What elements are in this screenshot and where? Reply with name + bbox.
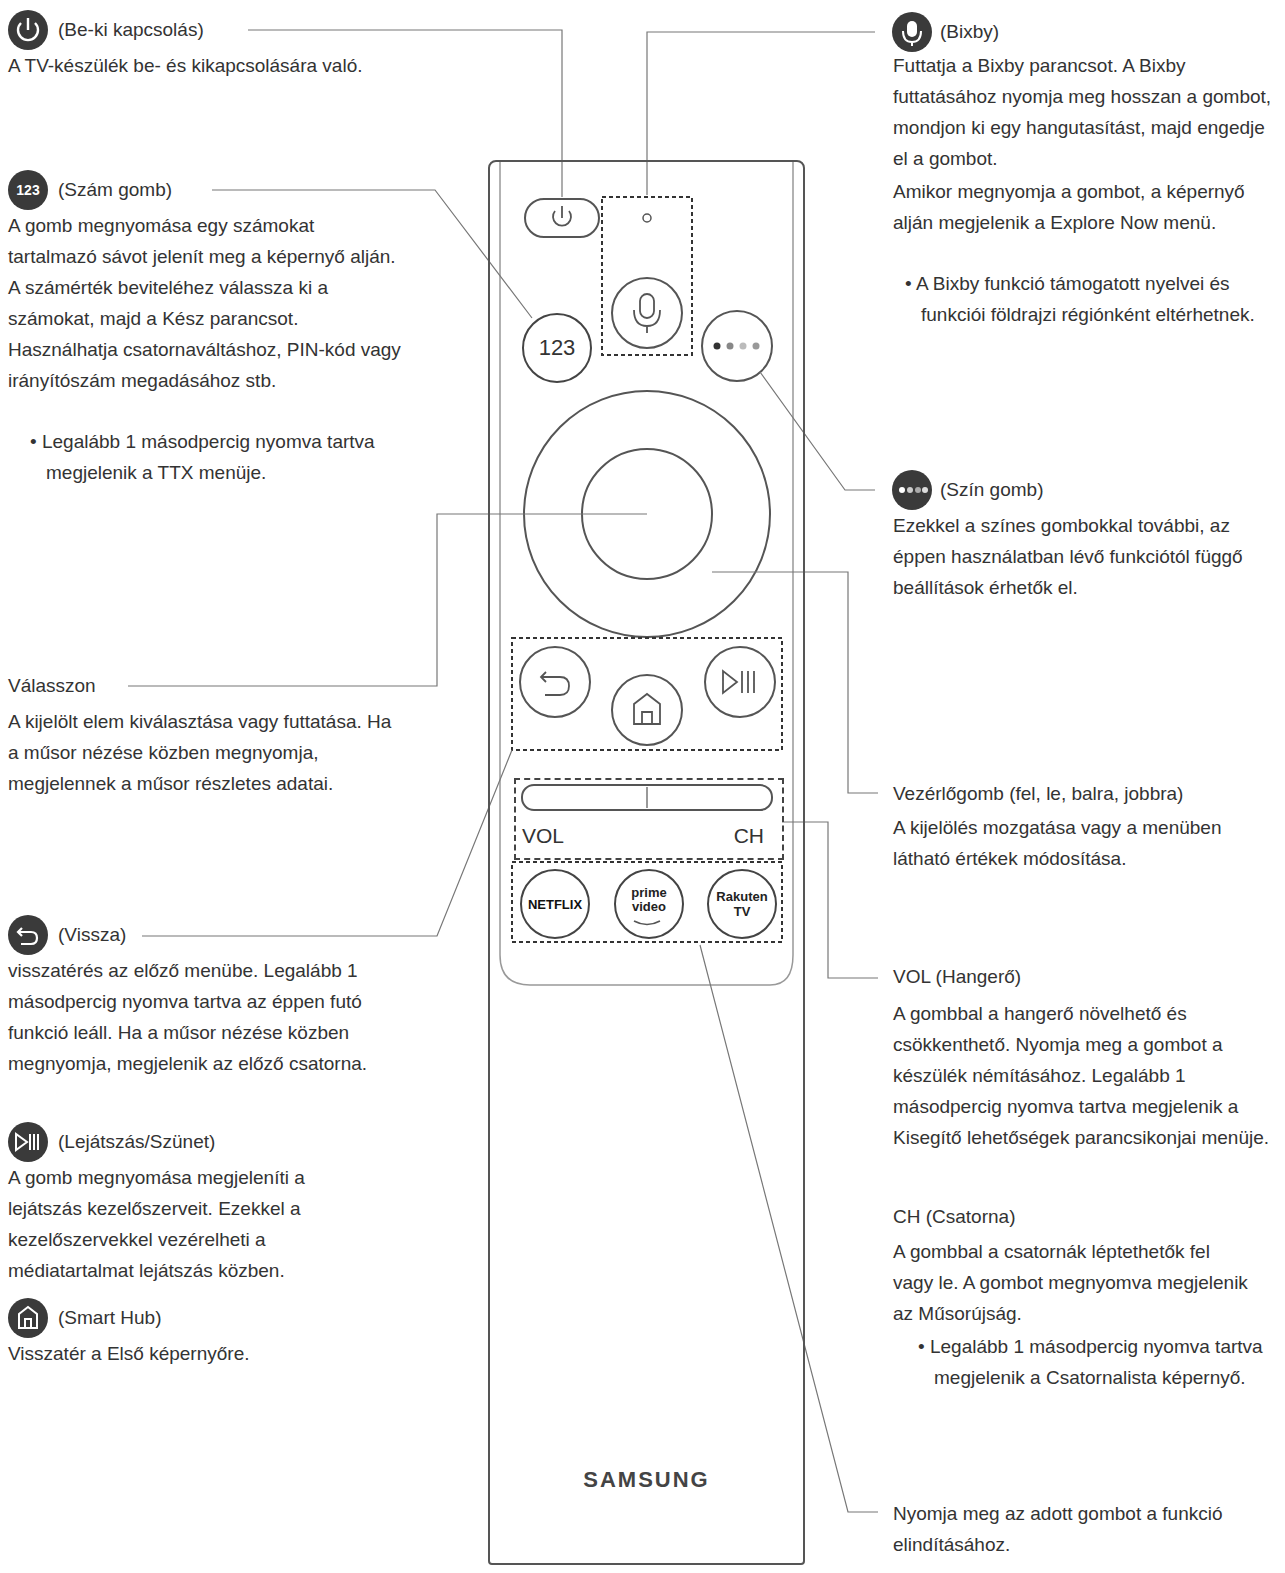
callout-text: A kijelölt elem kiválasztása vagy futtat… xyxy=(8,706,393,799)
callout-text: Nyomja meg az adott gombot a funkció eli… xyxy=(893,1498,1279,1560)
callout-text: Visszatér a Első képernyőre. xyxy=(8,1338,408,1369)
button-label: 123 xyxy=(539,335,576,361)
callout-heading: (Vissza) xyxy=(58,919,358,950)
callout-heading: (Szám gomb) xyxy=(58,174,358,205)
callout-heading: VOL (Hangerő) xyxy=(893,961,1279,992)
callout-text: A gomb megnyomása megjeleníti a lejátszá… xyxy=(8,1162,358,1286)
callout-text: A kijelölés mozgatása vagy a menüben lát… xyxy=(893,812,1263,874)
callout-heading: CH (Csatorna) xyxy=(893,1201,1279,1232)
heading-icons xyxy=(8,10,932,1338)
callout-heading: (Be-ki kapcsolás) xyxy=(58,14,358,45)
callout-text: A gomb megnyomása egy számokat tartalmaz… xyxy=(8,210,408,396)
remote-body: SAMSUNG 123VOL CH NETFLIX prime video Rakuten… xyxy=(488,160,805,1565)
button-label: SAMSUNG xyxy=(490,1467,803,1493)
callout-text: visszatérés az előző menübe. Legalább 1 … xyxy=(8,955,408,1079)
callout-text: A gombbal a csatornák léptethetők fel va… xyxy=(893,1236,1253,1329)
callout-heading: (Lejátszás/Szünet) xyxy=(58,1126,358,1157)
button-label: 123 xyxy=(16,182,39,198)
callout-note: • Legalább 1 másodpercig nyomva tartva m… xyxy=(30,426,416,488)
callout-text: A TV-készülék be- és kikapcsolására való… xyxy=(8,50,373,81)
button-label: Rakuten TV xyxy=(716,889,768,919)
prime-video-button: prime video xyxy=(614,869,684,939)
button-label: VOL xyxy=(522,824,564,848)
netflix-button: NETFLIX xyxy=(520,869,590,939)
callout-text: Futtatja a Bixby parancsot. A Bixby futt… xyxy=(893,50,1279,174)
callout-text: A gombbal a hangerő növelhető és csökken… xyxy=(893,998,1282,1153)
number-button: 123 xyxy=(522,313,592,383)
callout-heading: (Bixby) xyxy=(940,16,1240,47)
callout-note: • Legalább 1 másodpercig nyomva tartva m… xyxy=(918,1331,1284,1393)
callout-heading: (Szín gomb) xyxy=(940,474,1240,505)
button-label: CH xyxy=(734,824,764,848)
callout-text: Ezekkel a színes gombokkal további, az é… xyxy=(893,510,1279,603)
callout-note: • A Bixby funkció támogatott nyelvei és … xyxy=(905,268,1266,330)
vol-ch-area: VOL CH xyxy=(514,778,784,860)
number-icon: 123 xyxy=(8,170,48,210)
callout-text: Amikor megnyomja a gombot, a képernyő al… xyxy=(893,176,1279,238)
button-label: NETFLIX xyxy=(528,897,582,912)
remote-drawing xyxy=(500,162,793,985)
rakuten-button: Rakuten TV xyxy=(707,869,777,939)
callout-heading: Vezérlőgomb (fel, le, balra, jobbra) xyxy=(893,778,1279,809)
callout-heading: Válasszon xyxy=(8,670,308,701)
button-label: prime video xyxy=(627,886,671,914)
callout-heading: (Smart Hub) xyxy=(58,1302,358,1333)
